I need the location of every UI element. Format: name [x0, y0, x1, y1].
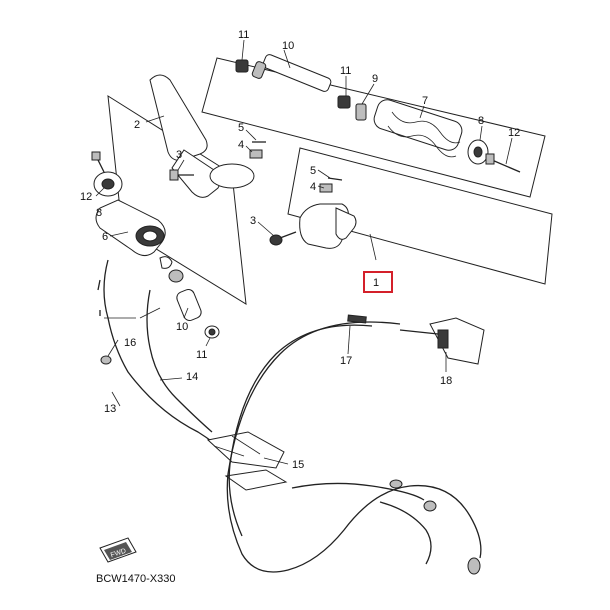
part-label-12: 12: [508, 127, 520, 139]
part-label-7: 7: [422, 95, 428, 107]
part-label-12: 12: [80, 191, 92, 203]
part-label-10: 10: [282, 40, 294, 52]
part-label-17: 17: [340, 355, 352, 367]
throttle-cables: [97, 259, 231, 457]
nut-part: [204, 325, 220, 339]
part-label-4: 4: [310, 181, 316, 193]
bar-end-part: [467, 139, 489, 165]
screw-part: [485, 153, 521, 173]
screw-part: [249, 141, 266, 159]
master-cylinder-part: [299, 203, 357, 249]
part-label-18: 18: [440, 375, 452, 387]
part-label-11: 11: [196, 349, 207, 361]
part-label-10: 10: [176, 321, 188, 333]
part-label-5: 5: [310, 165, 316, 177]
part-label-4: 4: [238, 139, 244, 151]
highlight-label: 1: [373, 277, 379, 289]
handlebar-group-frame: [201, 57, 546, 198]
drawing-code: BCW1470-X330: [96, 573, 176, 585]
lower-cables: [291, 479, 481, 575]
fwd-label: FWD: [110, 548, 127, 560]
throttle-housing-part: [149, 74, 255, 198]
fwd-arrow-icon: FWD: [99, 537, 137, 563]
nut-part: [235, 59, 249, 73]
clip-part: [159, 256, 184, 283]
bar-end-part: [93, 171, 123, 197]
part-label-9: 9: [372, 73, 378, 85]
bolt-part: [169, 169, 194, 181]
nut-part: [337, 95, 351, 109]
part-label-15: 15: [292, 459, 304, 471]
switch-part: [399, 317, 485, 365]
part-label-3: 3: [176, 149, 182, 161]
part-label-8: 8: [478, 115, 484, 127]
screw-part: [91, 151, 105, 173]
screw-part: [319, 177, 343, 193]
cable-guide-part: [206, 431, 288, 491]
highlighted-part-callout: 1: [363, 271, 393, 293]
grip-part: [373, 99, 463, 158]
throttle-grip-part: [95, 199, 166, 256]
spacer-part: [176, 289, 202, 321]
master-cylinder-frame: [287, 147, 553, 285]
part-label-16: 16: [124, 337, 136, 349]
part-label-11: 11: [340, 65, 351, 77]
part-label-13: 13: [104, 403, 116, 415]
part-label-11: 11: [238, 29, 249, 41]
part-label-2: 2: [134, 119, 140, 131]
leader-lines: [95, 39, 513, 465]
part-label-14: 14: [186, 371, 198, 383]
handlebar-weight-part: [251, 54, 332, 92]
part-label-8: 8: [96, 207, 102, 219]
part-label-6: 6: [102, 231, 108, 243]
part-label-5: 5: [238, 122, 244, 134]
collar-part: [355, 103, 367, 121]
brake-cable: [226, 314, 482, 573]
bolt-part: [269, 231, 297, 246]
part-label-3: 3: [250, 215, 256, 227]
